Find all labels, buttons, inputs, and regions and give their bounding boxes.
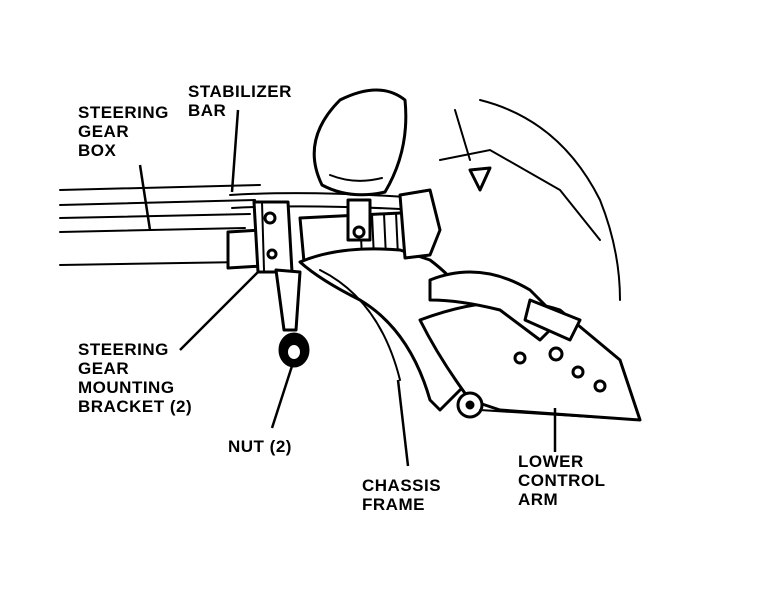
steering-gear-mounting-bracket-label: STEERING GEAR MOUNTING BRACKET (2): [78, 340, 192, 416]
steering-gear-box-label-line-2: GEAR: [78, 122, 130, 141]
stabilizer-bar-leader: [230, 109, 240, 193]
tie-rod-boot-drawing: [312, 88, 408, 197]
nut-leader: [270, 365, 294, 429]
mounting-bracket-drawing: [252, 200, 302, 332]
lower-control-arm-label-line-2: CONTROL: [518, 471, 606, 490]
bracket-label-line-3: MOUNTING: [78, 378, 175, 397]
steering-gear-box-drawing: [59, 184, 264, 270]
steering-gear-box-label-line-1: STEERING: [78, 103, 169, 122]
nut-label: NUT (2): [228, 437, 292, 456]
upper-suspension-drawing: [398, 99, 621, 342]
chassis-frame-label-line-1: CHASSIS: [362, 476, 442, 495]
bracket-leader: [179, 271, 259, 351]
chassis-frame-leader: [396, 379, 410, 467]
nut-drawing: [278, 332, 310, 368]
bracket-label-line-4: BRACKET (2): [78, 397, 193, 416]
nut-label-line-1: NUT (2): [228, 437, 292, 456]
lower-control-arm-label: LOWER CONTROL ARM: [518, 452, 606, 509]
bracket-label-line-1: STEERING: [78, 340, 169, 359]
lower-control-arm-label-line-1: LOWER: [518, 452, 584, 471]
lower-control-arm-label-line-3: ARM: [518, 490, 559, 509]
stabilizer-bar-drawing: [229, 192, 421, 211]
lower-control-arm-drawing: [418, 300, 642, 422]
steering-gear-box-leader: [138, 164, 152, 231]
chassis-frame-label: CHASSIS FRAME: [362, 476, 441, 514]
steering-gear-box-label: STEERING GEAR BOX: [78, 103, 169, 160]
bracket-label-line-2: GEAR: [78, 359, 130, 378]
steering-gear-box-label-line-3: BOX: [78, 141, 117, 160]
stabilizer-bar-label: STABILIZER BAR: [188, 82, 292, 120]
chassis-frame-label-line-2: FRAME: [362, 495, 425, 514]
stabilizer-bar-label-line-1: STABILIZER: [188, 82, 292, 101]
stabilizer-bar-label-line-2: BAR: [188, 101, 227, 120]
